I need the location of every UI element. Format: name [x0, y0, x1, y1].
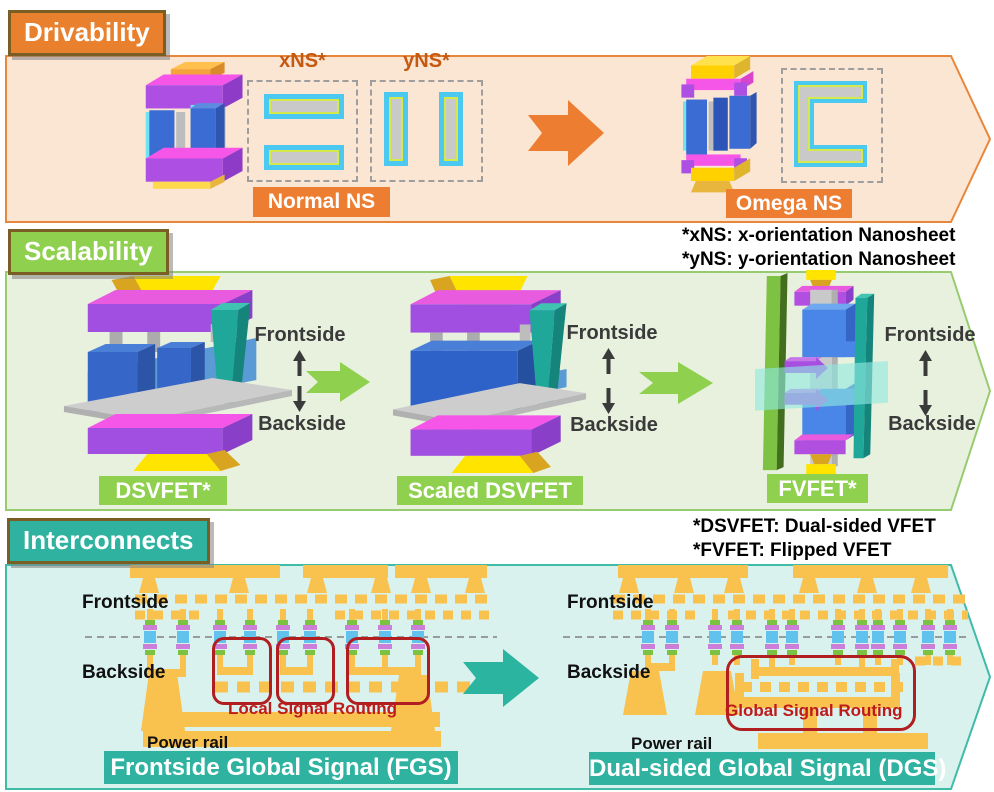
dsvfet-3d [63, 276, 293, 471]
backside-label: Backside [567, 662, 651, 683]
y-nanosheet [444, 97, 458, 161]
down-arrow-icon [293, 386, 306, 412]
global-routing-label: Global Signal Routing [725, 701, 903, 720]
global-routing-box [726, 655, 916, 731]
up-arrow-icon [919, 350, 932, 376]
drivability-title: Drivability [8, 10, 166, 56]
backside-label: Backside [888, 413, 976, 435]
fgs-wiring-diagram [85, 565, 497, 747]
frontside-label: Frontside [884, 324, 976, 346]
normal-ns-3d [145, 62, 243, 189]
local-routing-label: Local Signal Routing [228, 699, 398, 718]
dgs-wiring-diagram [563, 565, 971, 749]
local-routing-box [276, 637, 335, 705]
x-nanosheet [269, 99, 339, 114]
interconnects-title: Interconnects [7, 518, 210, 564]
flow-arrow-icon [528, 100, 604, 166]
down-arrow-icon [919, 390, 932, 416]
scalability-title: Scalability [8, 229, 169, 275]
frontside-label: Frontside [254, 324, 346, 346]
backside-label: Backside [82, 662, 166, 683]
xns-cross-section-box [247, 80, 358, 182]
dsvfet-caption: DSVFET* [99, 476, 227, 505]
flow-arrow-icon [639, 362, 713, 404]
normal-ns-caption: Normal NS [253, 187, 390, 217]
yns-cross-section-box [370, 80, 483, 182]
up-arrow-icon [602, 348, 615, 374]
omega-ns-3d [681, 56, 757, 193]
footnote-fvfet: *FVFET: Flipped VFET [693, 540, 892, 561]
footnote-xns-yns: *xNS: x-orientation Nanosheet *yNS: y-or… [682, 224, 955, 272]
fvfet-3d [755, 270, 888, 475]
flow-arrow-icon [463, 649, 539, 707]
backside-label: Backside [258, 413, 346, 435]
frontside-label: Frontside [82, 592, 169, 613]
flow-arrow-icon [306, 362, 370, 402]
x-nanosheet [269, 150, 339, 165]
yns-label: yNS* [403, 50, 450, 72]
local-routing-box [212, 637, 272, 705]
footnote-dsvfet: *DSVFET: Dual-sided VFET [693, 516, 936, 537]
omega-cross-section-box [781, 68, 883, 183]
frontside-label: Frontside [567, 592, 654, 613]
fvfet-caption: FVFET* [767, 474, 868, 503]
dgs-caption: Dual-sided Global Signal (DGS) [589, 752, 946, 785]
y-nanosheet [389, 97, 403, 161]
frontside-label: Frontside [566, 322, 658, 344]
fgs-caption: Frontside Global Signal (FGS) [104, 751, 458, 784]
scaled-dsvfet-caption: Scaled DSVFET [397, 476, 583, 505]
down-arrow-icon [602, 388, 615, 414]
footnote-xns: *xNS: x-orientation Nanosheet [682, 225, 956, 246]
power-rail-label: Power rail [631, 734, 713, 753]
up-arrow-icon [293, 350, 306, 376]
power-rail-label: Power rail [147, 733, 229, 752]
local-routing-box [346, 637, 430, 705]
backside-label: Backside [570, 414, 658, 436]
footnote-yns: *yNS: y-orientation Nanosheet [682, 249, 956, 270]
omega-nanosheet [794, 81, 867, 167]
omega-ns-caption: Omega NS [726, 189, 852, 218]
scaled-dsvfet-3d [393, 276, 587, 473]
xns-label: xNS* [279, 50, 326, 72]
footnote-dsvfet-fvfet: *DSVFET: Dual-sided VFET *FVFET: Flipped… [693, 515, 936, 563]
